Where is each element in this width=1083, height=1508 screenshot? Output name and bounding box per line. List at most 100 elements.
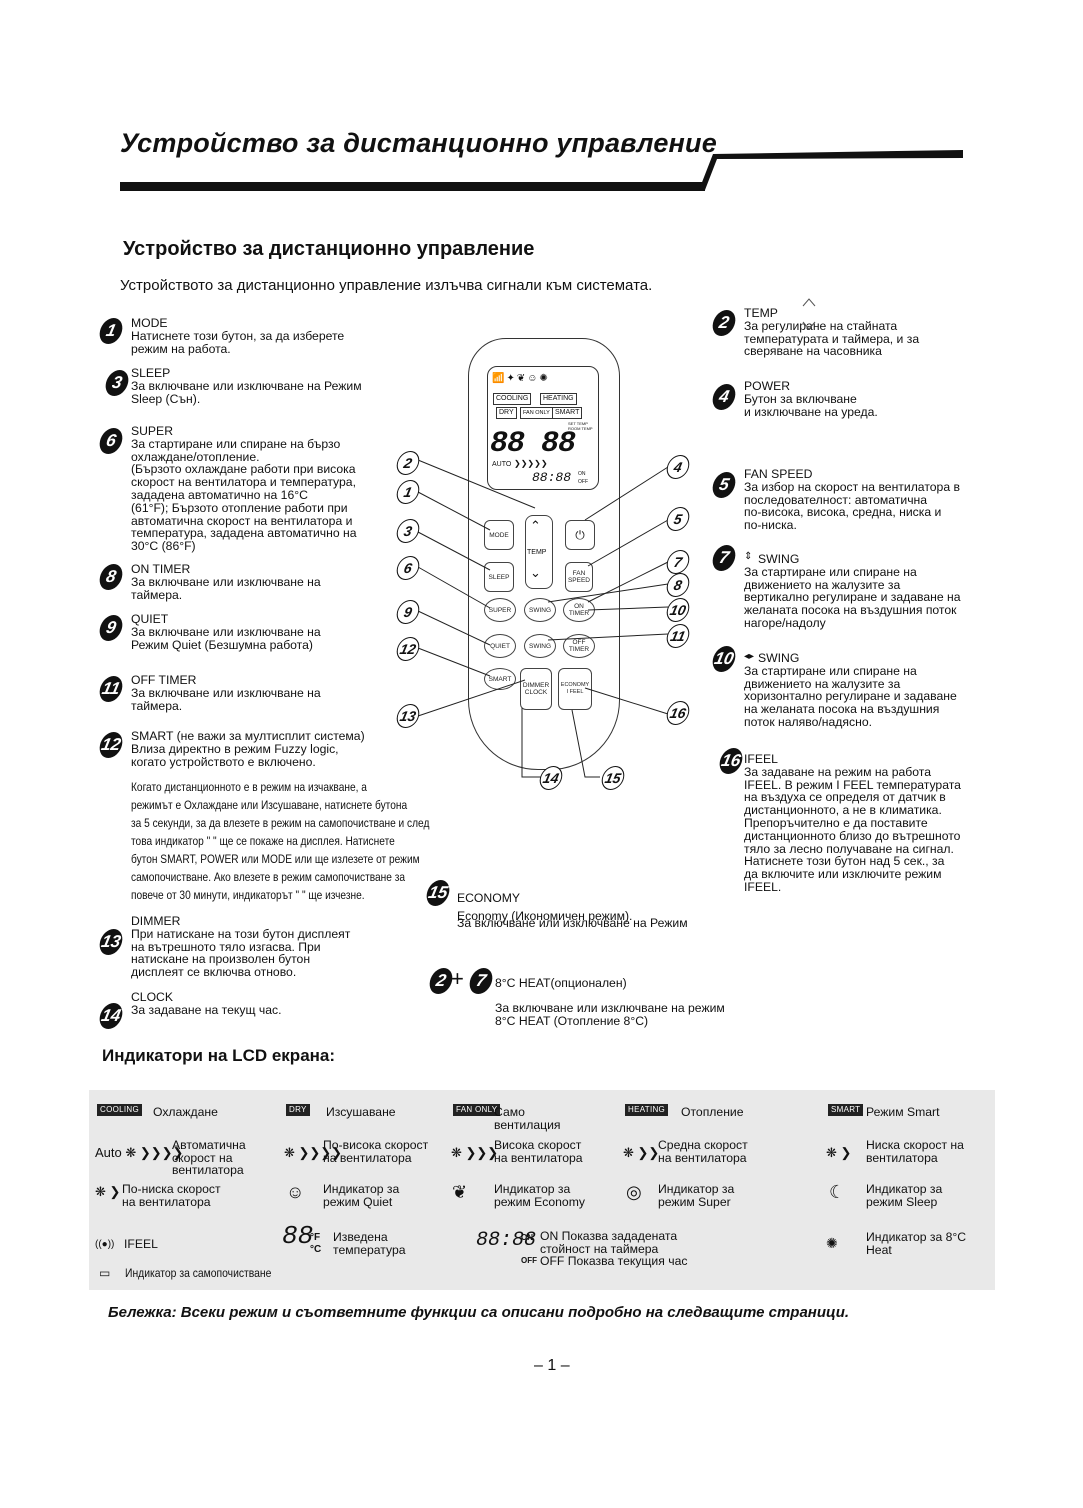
lcd-label: Охлаждане	[153, 1105, 218, 1119]
lcd-indicators-panel	[89, 1090, 995, 1290]
self-clean-text: Когато дистанционното е в режим на изчак…	[131, 780, 430, 902]
intro-text: Устройството за дистанционно управление …	[120, 277, 653, 294]
lcd-label: Индикатор за самопочистване	[125, 1266, 272, 1280]
item-title: FAN SPEED	[744, 467, 813, 481]
economy-title: ECONOMY	[457, 890, 520, 905]
lcd-label: Висока скорост на вентилатора	[494, 1138, 583, 1165]
mode-button[interactable]: MODE	[484, 520, 514, 550]
lcd-label: ON Показва зададената стойност на таймер…	[540, 1229, 688, 1268]
item-title: POWER	[744, 379, 791, 393]
fan-speed-button[interactable]: FAN SPEED	[565, 562, 593, 592]
item-desc: Влиза директно в режим Fuzzy logic, кога…	[131, 741, 339, 769]
item-title: MODE	[131, 316, 168, 330]
fan-speed-icon: ❋ ❯❯❯	[451, 1145, 499, 1160]
lcd-icons-row: 📶✦❦☺✺	[492, 373, 550, 384]
item-title: SWING	[758, 552, 800, 566]
remote-lcd: 📶✦❦☺✺ COOLING HEATING DRY FAN ONLY SMART…	[487, 366, 599, 490]
header-title: Устройство за дистанционно управление	[120, 128, 717, 158]
economy-icon: ❦	[452, 1182, 468, 1202]
lcd-label: Индикатор за 8°C Heat	[866, 1230, 967, 1257]
left-item-12: SMART (не важи за мултисплит система)Вли…	[131, 730, 365, 768]
page-number: – 1 –	[534, 1357, 570, 1374]
lcd-smart-tag: SMART	[552, 407, 583, 419]
lcd-digits: 88 88	[490, 427, 576, 461]
footer-note: Бележка: Всеки режим и съответните функц…	[108, 1304, 850, 1321]
heat8-icon: ✺	[826, 1235, 838, 1251]
lcd-label: Режим Smart	[866, 1105, 940, 1119]
item-title: IFEEL	[744, 752, 778, 766]
item-desc: За стартиране или спиране на движението …	[744, 564, 961, 630]
self-clean-icon: ▭	[99, 1266, 111, 1280]
lcd-label: Отопление	[681, 1105, 744, 1119]
item-desc: За стартиране или спиране на бързо охлаж…	[131, 436, 357, 554]
heat8-block: 8°C HEAT(опционален) За включване или из…	[495, 964, 725, 1041]
number-badge-4: 4	[710, 384, 738, 410]
item-title: QUIET	[131, 612, 169, 626]
lcd-auto: AUTO	[492, 461, 512, 468]
item-desc: При натискане на този бутон дисплеят на …	[131, 926, 351, 980]
number-badge-9: 9	[97, 615, 125, 641]
temp-rocker[interactable]	[525, 515, 553, 589]
item-title: CLOCK	[131, 990, 173, 1004]
lcd-label: Индикатор за режим Quiet	[323, 1182, 400, 1209]
power-button[interactable]: ⏻	[565, 520, 595, 550]
super-icon: ◎	[626, 1182, 642, 1202]
lcd-label: Ниска скорост на вентилатора	[866, 1138, 964, 1165]
swing-horizontal-button[interactable]: SWING	[524, 634, 556, 658]
fan-speed-icon: ❋ ❯❯	[623, 1145, 660, 1160]
economy-ifeel-button[interactable]: ECONOMY I FEEL	[558, 668, 592, 710]
number-badge-6: 6	[97, 428, 125, 454]
item-desc: Натиснете този бутон, за да изберете реж…	[131, 328, 345, 356]
dimmer-clock-button[interactable]: DIMMER CLOCK	[520, 668, 552, 710]
unit-f-icon: °F	[310, 1232, 321, 1243]
fan-speed-icon: ❋ ❯	[826, 1145, 852, 1160]
lcd-badge-cooling: COOLING	[97, 1104, 142, 1116]
lcd-dry-tag: DRY	[496, 407, 517, 419]
item-desc: За задаване на режим на работа IFEEL. В …	[744, 764, 961, 894]
number-badge-12: 12	[97, 732, 125, 758]
sleep-button[interactable]: SLEEP	[484, 562, 514, 592]
lcd-fan-bars-icon: ❯❯❯❯❯	[514, 459, 548, 468]
timer-digits-icon: 88:88	[476, 1229, 537, 1252]
number-badge-1: 1	[97, 318, 125, 344]
super-button[interactable]: SUPER	[484, 598, 516, 622]
item-desc: За задаване на текущ час.	[131, 1002, 282, 1017]
timer-on-icon: ON	[521, 1233, 533, 1242]
number-badge-11: 11	[97, 676, 125, 702]
lcd-badge-fan-only: FAN ONLY	[453, 1104, 501, 1116]
item-title: SMART (не важи за мултисплит система)	[131, 729, 365, 743]
lcd-label: Индикатор за режим Economy	[494, 1182, 585, 1209]
header-rule	[120, 182, 705, 191]
item-title: SUPER	[131, 424, 173, 438]
swing-vertical-icon: ⇕	[744, 551, 753, 562]
lcd-label: Индикатор за режим Sleep	[866, 1182, 943, 1209]
lcd-room-temp: ROOM TEMP	[568, 426, 593, 431]
lcd-badge-heating: HEATING	[625, 1104, 669, 1116]
sleep-icon: ☾	[829, 1182, 846, 1202]
item-desc: За стартиране или спиране на движението …	[744, 663, 957, 729]
lcd-badge-smart: SMART	[828, 1104, 864, 1116]
lcd-fanonly-tag: FAN ONLY	[520, 407, 553, 419]
number-badge-2: 2	[710, 310, 738, 336]
ifeel-icon: ((●))	[95, 1239, 115, 1250]
header-rule-slant	[699, 150, 963, 190]
lcd-on: ON	[578, 471, 586, 477]
smart-button[interactable]: SMART	[484, 668, 516, 690]
temp-up-icon[interactable]: ⌃	[530, 518, 541, 533]
lcd-label: По-висока скорост на вентилатора	[323, 1138, 429, 1165]
lcd-label: По-ниска скорост на вентилатора	[122, 1182, 221, 1209]
number-badge-7: 7	[710, 545, 738, 571]
temp-down-icon[interactable]: ⌄	[530, 565, 541, 580]
temp-arrows-icon	[802, 298, 816, 330]
quiet-button[interactable]: QUIET	[484, 634, 516, 658]
quiet-icon: ☺	[286, 1182, 305, 1202]
number-badge-16: 16	[717, 748, 745, 774]
number-badge-8: 8	[97, 564, 125, 590]
